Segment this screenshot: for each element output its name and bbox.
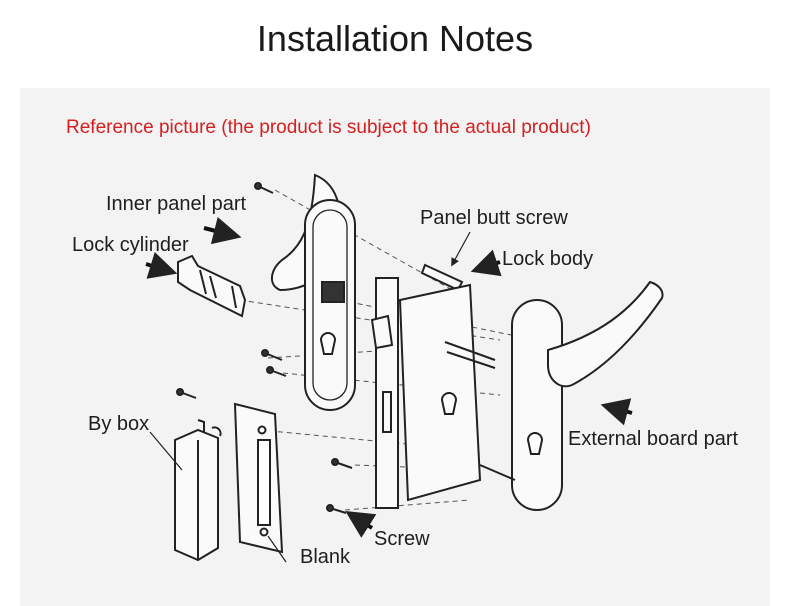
reference-note: Reference picture (the product is subjec… — [66, 117, 591, 138]
page-title: Installation Notes — [256, 18, 534, 59]
label-blank: Blank — [300, 546, 351, 568]
external-board — [479, 280, 664, 511]
screws — [176, 182, 353, 514]
pointer-arrows — [145, 216, 633, 538]
by-box — [174, 419, 222, 562]
leader-by-box — [149, 431, 183, 471]
label-panel-butt-screw: Panel butt screw — [420, 207, 568, 229]
arrow-inner-panel — [203, 216, 242, 245]
label-inner-panel: Inner panel part — [106, 193, 247, 215]
label-lock-body: Lock body — [502, 248, 594, 270]
arrow-screw — [345, 510, 377, 538]
arrow-lock-body — [470, 249, 502, 277]
inner-panel — [271, 173, 356, 411]
label-lock-cylinder: Lock cylinder — [72, 234, 189, 256]
label-by-box: By box — [88, 413, 150, 435]
blank-plate — [233, 402, 284, 554]
arrow-panel-butt-screw — [451, 231, 471, 267]
leader-blank — [267, 535, 287, 563]
arrow-external-board — [600, 398, 633, 426]
panel-butt-screw — [420, 263, 464, 292]
lock-cylinder — [177, 254, 247, 318]
lock-body — [398, 283, 496, 502]
label-external-board: External board part — [568, 428, 739, 450]
label-screw: Screw — [374, 528, 430, 550]
mortise-plate — [370, 277, 399, 509]
arrow-lock-cylinder — [145, 252, 178, 279]
